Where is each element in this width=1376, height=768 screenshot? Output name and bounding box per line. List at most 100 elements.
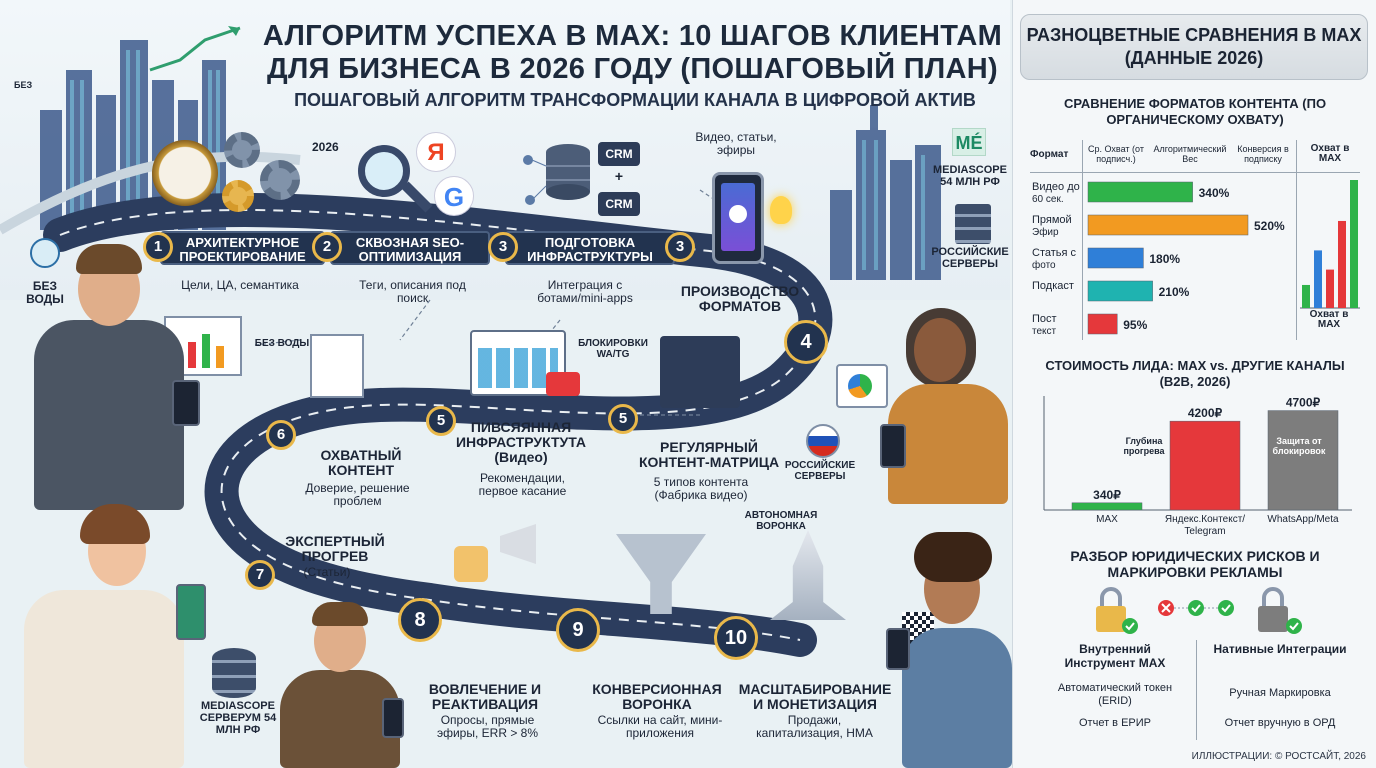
step-1-desc: Цели, ЦА, семантика (181, 278, 299, 292)
step-5b-desc: 5 типов контента (Фабрика видео) (653, 475, 749, 502)
cost-bar (1267, 410, 1339, 511)
play-button-icon (546, 372, 580, 396)
russian-servers-top-label: РОССИЙСКИЕ СЕРВЕРЫ (931, 246, 1009, 270)
thumbs-up-icon (454, 546, 488, 582)
legal-left-title: Внутренний Инструмент MAX (1064, 642, 1166, 670)
step-1-number: 1 (143, 232, 173, 262)
col-reach: Ср. Охват (от подписч.) (1088, 144, 1144, 164)
format-bar (1087, 313, 1118, 335)
legal-icons (1096, 587, 1302, 634)
step-1-banner: АРХИТЕКТУРНОЕ ПРОЕКТИРОВАНИЕ (160, 231, 325, 265)
step-7-title: ЭКСПЕРТНЫЙ ПРОГРЕВ (285, 533, 385, 564)
legal-divider (1196, 640, 1197, 740)
cost-value-label: 340₽ (1093, 488, 1121, 502)
year-tag: 2026 (312, 140, 339, 154)
water-drop-icon (30, 238, 60, 268)
certificate-icon (310, 334, 364, 398)
mini-chart-bar (1302, 284, 1310, 308)
mini-chart-bar (1326, 269, 1334, 308)
step-10-desc: Продажи, капитализация, НМА (756, 713, 873, 740)
cost-annot-depth: Глубина прогрева (1123, 436, 1165, 456)
step-7-desc: (Статьи) (303, 565, 351, 579)
format-value-label: 95% (1123, 318, 1147, 332)
mediascope-logo: MÉ (952, 128, 986, 156)
format-value-label: 180% (1149, 252, 1180, 266)
format-bar (1087, 181, 1193, 203)
legal-right-2: Отчет вручную в ОРД (1224, 717, 1336, 729)
cost-value-label: 4200₽ (1188, 406, 1223, 420)
title-line-1: АЛГОРИТМ УСПЕХА В MAX: 10 ШАГОВ КЛИЕНТАМ (262, 20, 1003, 52)
step-6-title: ОХВАТНЫЙ КОНТЕНТ (320, 447, 402, 478)
step-5a-number: 5 (426, 406, 456, 436)
server-stack-icon (955, 204, 991, 244)
format-category-label: Статья с (1032, 247, 1077, 259)
cost-category-label: WhatsApp/Meta (1267, 514, 1339, 525)
step-6-desc: Доверие, решение проблем (305, 481, 410, 508)
legal-right-1: Ручная Маркировка (1229, 687, 1331, 699)
yandex-logo-icon: Я (416, 132, 456, 172)
cost-bar-chart: 340₽ 4200₽ 4700₽ (1043, 396, 1352, 511)
format-bar (1087, 214, 1249, 236)
database-crm-icon (523, 144, 590, 205)
mediascope-bottom-label: MEDIASCOPE СЕРВЕРУМ 54 МЛН РФ (199, 700, 277, 736)
gear-icon (260, 160, 300, 200)
format-table-title: СРАВНЕНИЕ ФОРМАТОВ КОНТЕНТА (ПО ОРГАНИЧЕ… (1063, 96, 1327, 127)
format-category-label: Видео до (1032, 181, 1080, 193)
lightbulb-icon (770, 196, 792, 224)
footer-credit: ИЛЛЮСТРАЦИИ: © РОСТСАЙТ, 2026 (1191, 751, 1366, 762)
legal-right-title: Нативные Интеграции (1213, 642, 1347, 656)
step-8-title: ВОВЛЕЧЕНИЕ И РЕАКТИВАЦИЯ (428, 681, 542, 712)
step-3-desc: Интеграция с ботами/mini-apps (537, 278, 633, 305)
block-label: БЛОКИРОВКИ WA/TG (578, 338, 648, 360)
legal-left-1: Автоматический токен (ERID) (1057, 682, 1173, 707)
comparison-panel (1012, 0, 1376, 768)
col-max: Охват в MAX (1310, 143, 1350, 164)
step-9-title: КОНВЕРСИОННАЯ ВОРОНКА (592, 681, 722, 712)
table-col-divider (1082, 140, 1083, 340)
gear-icon (224, 132, 260, 168)
table-divider (1030, 172, 1360, 173)
mini-chart-label: Охват в MAX (1309, 309, 1349, 330)
cost-category-label: MAX (1096, 514, 1118, 525)
step-9-number: 9 (556, 608, 600, 652)
flow-diagram-icon (660, 336, 740, 408)
person-man-suit (20, 240, 220, 510)
format-category-label: Прямой (1032, 214, 1072, 226)
step-2-banner: СКВОЗНАЯ SEO-ОПТИМИЗАЦИЯ (330, 231, 490, 265)
legal-title: РАЗБОР ЮРИДИЧЕСКИХ РИСКОВ И МАРКИРОВКИ Р… (1070, 548, 1320, 580)
cost-value-label: 4700₽ (1286, 396, 1321, 410)
google-logo-icon: G (434, 176, 474, 216)
crm-plus: + (614, 168, 624, 184)
step-8-desc: Опросы, прямые эфиры, ERR > 8% (436, 713, 539, 740)
col-weight: Алгоритмический Вес (1153, 144, 1227, 164)
calendar-icon (470, 330, 566, 396)
col-conv: Конверсия в подписку (1237, 144, 1289, 164)
person-man-curly (886, 528, 1012, 768)
format-category-label: текст (1032, 326, 1057, 337)
server-stack-icon (212, 648, 256, 698)
pie-chart-card-icon (836, 364, 888, 408)
phone-video-icon (712, 172, 764, 264)
mini-chart-bar (1338, 220, 1346, 308)
step-10-title: МАСШТАБИРОВАНИЕ И МОНЕТИЗАЦИЯ (738, 681, 892, 712)
panel-title: РАЗНОЦВЕТНЫЕ СРАВНЕНИЯ В MAX (ДАННЫЕ 202… (1020, 14, 1368, 80)
cost-title: СТОИМОСТЬ ЛИДА: MAX vs. ДРУГИЕ КАНАЛЫ (B… (1045, 358, 1345, 389)
step-3-banner: ПОДГОТОВКА ИНФРАСТРУКТУРЫ (505, 231, 675, 265)
page-subtitle: ПОШАГОВЫЙ АЛГОРИТМ ТРАНСФОРМАЦИИ КАНАЛА … (294, 90, 976, 110)
step-3-number-end: 3 (665, 232, 695, 262)
step-4-number: 4 (784, 320, 828, 364)
autonomous-funnel-label: АВТОНОМНАЯ ВОРОНКА (744, 510, 818, 532)
russian-servers-mid-label: РОССИЙСКИЕ СЕРВЕРЫ (784, 460, 856, 482)
gear-icon (222, 180, 254, 212)
person-woman-blouse (10, 500, 210, 768)
cost-category-label: Telegram (1184, 526, 1225, 537)
table-col-divider (1296, 140, 1297, 340)
top-left-tag: БЕЗ (14, 80, 33, 90)
step-9-desc: Ссылки на сайт, мини-приложения (597, 713, 723, 740)
step-3-number: 3 (488, 232, 518, 262)
format-category-label: фото (1032, 259, 1056, 271)
step-5a-title: ПИВСЯЯННАЯ ИНФРАСТРУКТУТА (Видео) (455, 419, 587, 465)
legal-left-2: Отчет в ЕРИР (1079, 717, 1151, 729)
crm-badge: CRM (598, 192, 640, 216)
